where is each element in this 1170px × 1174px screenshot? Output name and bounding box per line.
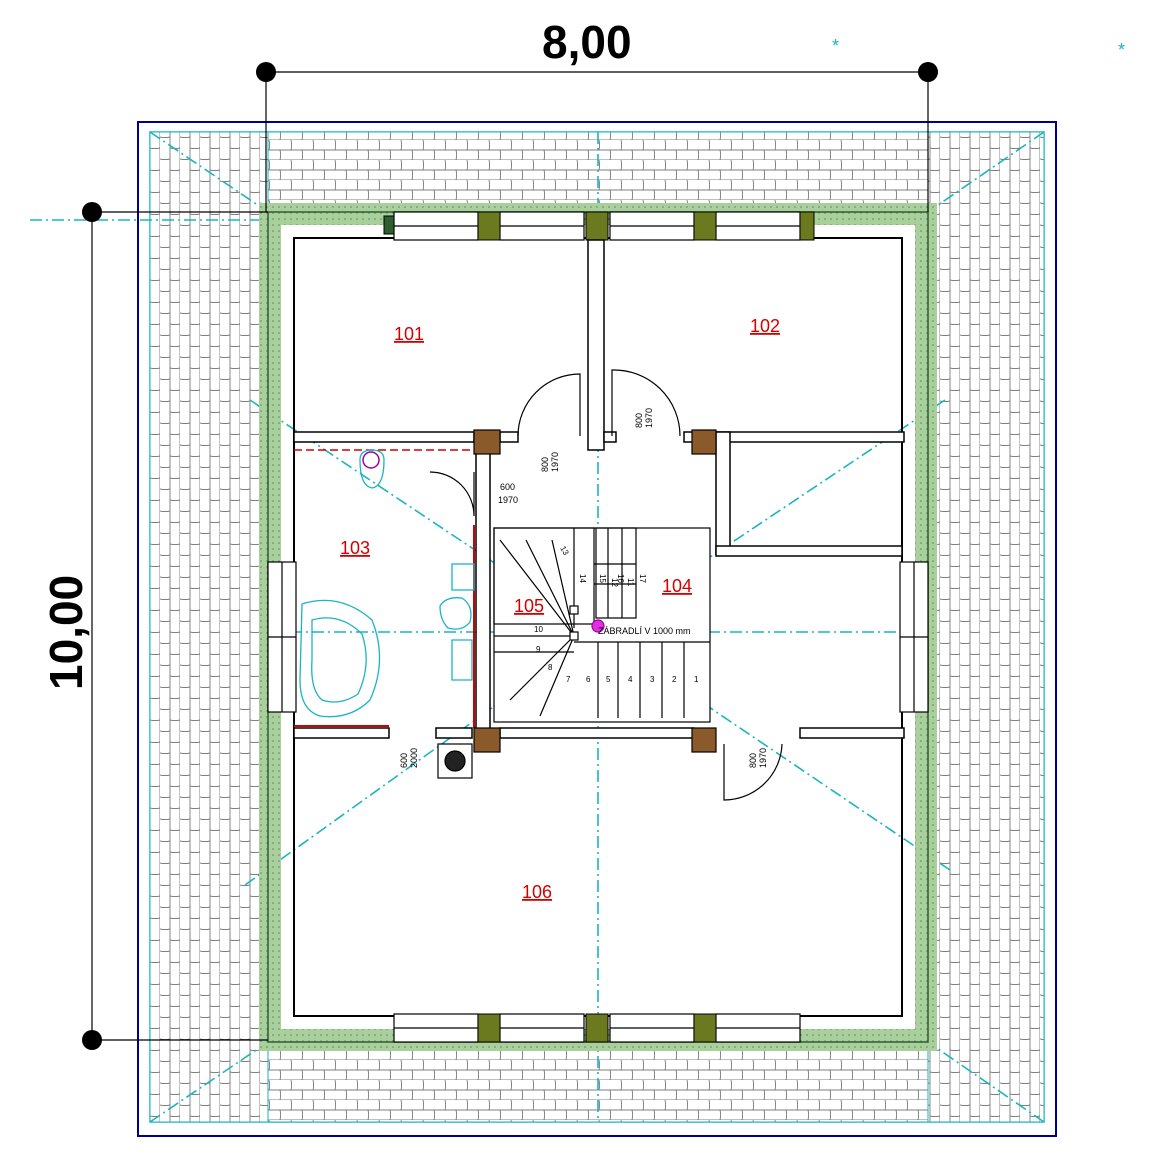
dimension-lines: [91, 71, 929, 1041]
columns-top: [383, 211, 815, 241]
step-label: 5: [606, 675, 611, 684]
room-label-104: 104: [662, 576, 692, 596]
step-label: 8: [548, 663, 553, 672]
step-label: 7: [566, 675, 571, 684]
staircase: [493, 527, 711, 723]
door-swings: [429, 369, 783, 801]
step-label: 10: [534, 625, 543, 634]
door-103-height: 1970: [498, 495, 518, 505]
step-label: 9: [536, 645, 541, 654]
bathroom-fixtures: [299, 449, 475, 718]
windows-bottom: [393, 1013, 801, 1043]
step-label: 6: [586, 675, 591, 684]
door-101-height: 1970: [550, 452, 560, 472]
star-marker: *: [832, 36, 839, 56]
step-label: 2: [672, 675, 677, 684]
room-label-102: 102: [750, 316, 780, 336]
height-dimension: 10,00: [40, 575, 92, 690]
staircase-upper-steps: 11 12 13 14 15 16 17: [558, 545, 647, 588]
windows-side: [267, 561, 929, 713]
room-label-106: 106: [522, 882, 552, 902]
dimension-dots: [82, 62, 938, 1050]
step-label: 17: [638, 574, 647, 583]
door-106-height: 1970: [758, 748, 768, 768]
width-dimension: 8,00: [542, 16, 632, 68]
door-102-width: 800: [634, 413, 644, 428]
door-102-height: 1970: [644, 408, 654, 428]
door-103-width: 600: [500, 482, 515, 492]
step-label: 16: [616, 574, 625, 583]
door-bath-height: 2000: [409, 748, 419, 768]
room-label-105: 105: [514, 596, 544, 616]
room-label-101: 101: [394, 324, 424, 344]
room-label-103: 103: [340, 538, 370, 558]
step-label: 11: [626, 578, 635, 587]
staircase-lower-steps: 1 2 3 4 5 6 7 8 9 10: [534, 625, 699, 684]
door-106-width: 800: [748, 753, 758, 768]
door-101-width: 800: [540, 457, 550, 472]
step-label: 3: [650, 675, 655, 684]
step-label: 1: [694, 675, 699, 684]
step-label: 14: [578, 574, 587, 583]
step-label: 15: [598, 574, 607, 583]
star-marker: *: [1118, 40, 1125, 60]
step-label: 12: [610, 578, 619, 587]
columns-bottom: [477, 1013, 717, 1043]
railing-note: ZÁBRADLÍ V 1000 mm: [598, 626, 691, 636]
chimney-blocks: [437, 429, 717, 779]
step-label: 4: [628, 675, 633, 684]
door-labels: 800 1970 800 1970 600 1970 800 1970 600 …: [399, 408, 768, 768]
door-bath-width: 600: [399, 753, 409, 768]
room-labels: 101 102 103 104 105 106: [340, 316, 780, 902]
